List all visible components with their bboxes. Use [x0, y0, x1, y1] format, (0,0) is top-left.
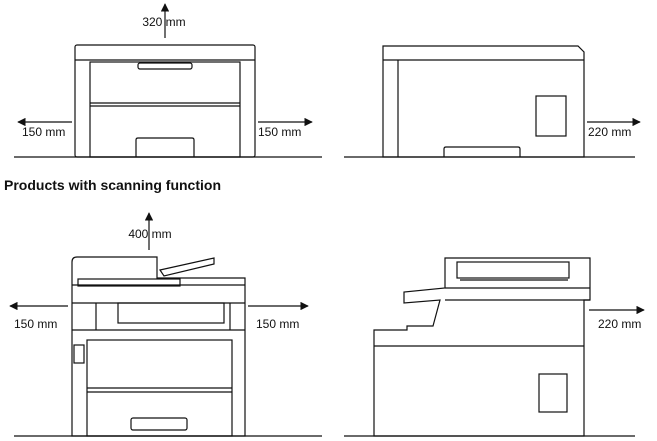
scanner-left-clearance-label: 150 mm	[14, 317, 57, 331]
printer-left-clearance-label: 150 mm	[22, 125, 65, 139]
section-heading: Products with scanning function	[4, 177, 221, 193]
printer-right-clearance-label: 150 mm	[258, 125, 301, 139]
scanner-right-clearance-label: 150 mm	[256, 317, 299, 331]
printer-side-view	[344, 45, 641, 158]
scanner-top-clearance-label: 400 mm	[128, 227, 171, 241]
scanner-side-body	[373, 257, 591, 437]
scanner-rear-clearance-label: 220 mm	[598, 317, 641, 331]
scanner-front-view	[9, 212, 322, 437]
printer-front-view	[14, 3, 322, 158]
printer-rear-clearance-label: 220 mm	[588, 125, 631, 139]
scanner-body	[71, 256, 246, 437]
scanner-side-view	[344, 257, 645, 437]
printer-top-clearance-label: 320 mm	[142, 15, 185, 29]
printer-side-body	[382, 45, 585, 158]
